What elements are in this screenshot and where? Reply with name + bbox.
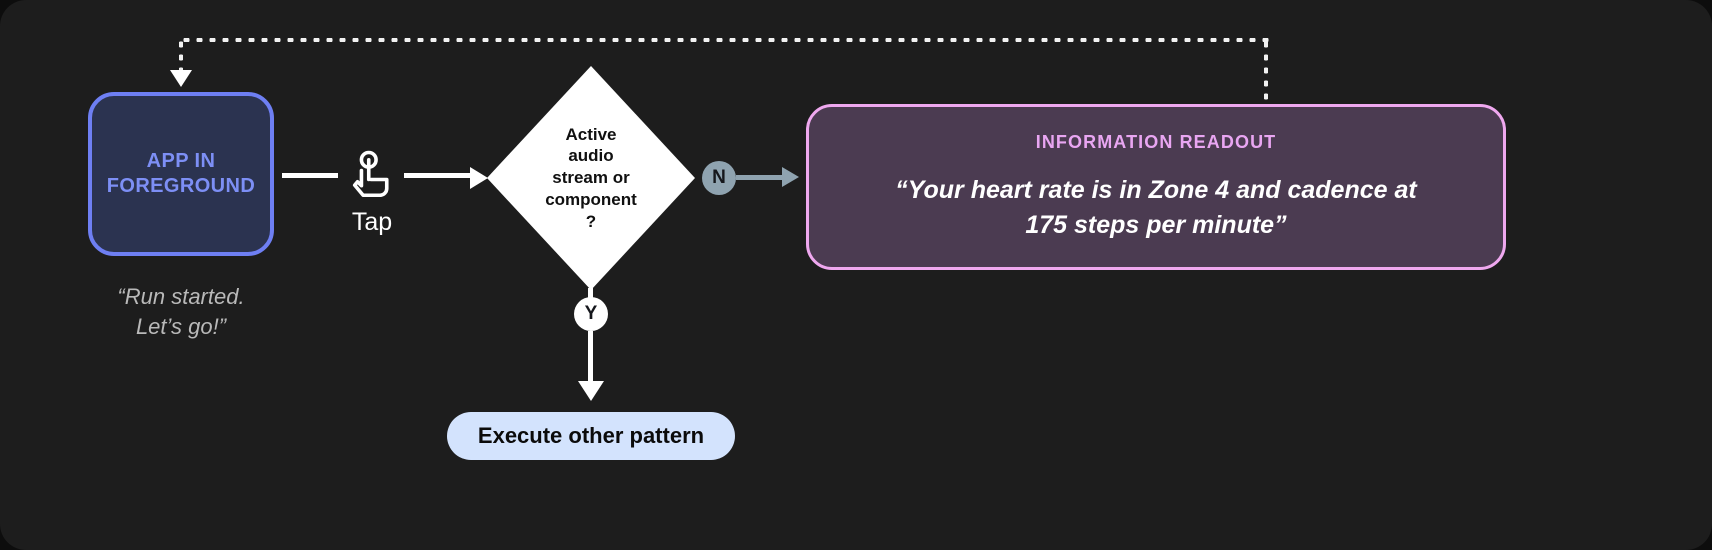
tap-label: Tap: [351, 208, 393, 236]
connector-yes-stub: [588, 288, 593, 300]
node-information-readout[interactable]: INFORMATION READOUT “Your heart rate is …: [806, 104, 1506, 270]
node-execute-other-pattern[interactable]: Execute other pattern: [447, 412, 735, 460]
feedback-dotted-horizontal: [180, 38, 1270, 42]
decision-label-line1: Active: [565, 124, 617, 144]
connector-decision-arrow-head-icon: [470, 167, 488, 189]
feedback-arrow-head-icon: [170, 70, 192, 87]
decision-label-line4: component: [545, 189, 637, 209]
readout-title: INFORMATION READOUT: [1035, 132, 1277, 152]
app-node-caption: “Run started. Let’s go!”: [70, 282, 292, 341]
badge-yes: Y: [574, 297, 608, 331]
readout-body-line2: 175 steps per minute”: [1025, 210, 1287, 239]
connector-yes-branch: [588, 331, 593, 384]
tap-hand-icon: [344, 148, 398, 202]
connector-app-to-tap: [282, 173, 338, 178]
decision-label-line5: ?: [585, 211, 597, 231]
decision-label-line2: audio: [568, 146, 614, 166]
decision-label: Active audio stream or component ?: [487, 66, 695, 290]
app-node-label: APP IN FOREGROUND: [107, 149, 255, 199]
readout-body-line1: “Your heart rate is in Zone 4 and cadenc…: [895, 176, 1417, 204]
decision-label-line3: stream or: [552, 168, 630, 188]
app-caption-line2: Let’s go!”: [135, 313, 227, 339]
readout-body: “Your heart rate is in Zone 4 and cadenc…: [895, 173, 1416, 242]
feedback-dotted-vertical-right: [1264, 38, 1268, 106]
feedback-dotted-vertical-left: [179, 38, 183, 74]
app-caption-line1: “Run started.: [117, 284, 245, 309]
connector-yes-arrow-head-icon: [578, 381, 604, 401]
connector-no-arrow-head-icon: [782, 167, 799, 187]
connector-no-branch: [736, 175, 784, 180]
app-node-label-line1: APP IN: [146, 150, 216, 172]
connector-tap-to-decision: [404, 173, 476, 178]
node-decision-active-audio[interactable]: Active audio stream or component ?: [487, 66, 695, 290]
badge-no: N: [702, 161, 736, 195]
app-node-label-line2: FOREGROUND: [106, 175, 256, 197]
node-app-in-foreground[interactable]: APP IN FOREGROUND: [88, 92, 274, 256]
